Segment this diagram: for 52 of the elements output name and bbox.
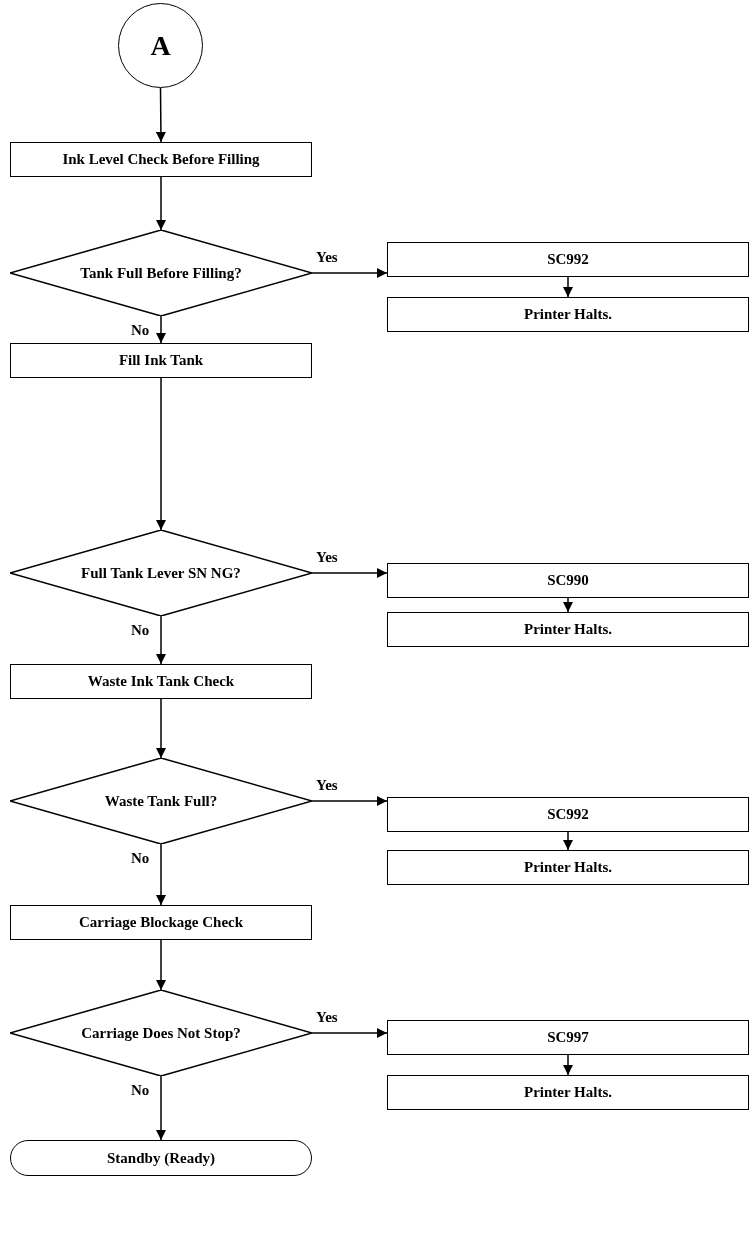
node-text: Ink Level Check Before Filling — [61, 151, 261, 168]
node-text: SC990 — [546, 572, 590, 589]
node-text: Printer Halts. — [522, 621, 613, 638]
node-text: A — [149, 29, 172, 62]
process-box — [387, 242, 749, 277]
node-text: Standby (Ready) — [106, 1149, 216, 1167]
process-box — [387, 612, 749, 647]
decision-diamond — [10, 990, 312, 1076]
node-text: Waste Tank Full? — [103, 792, 219, 810]
arrow — [156, 377, 166, 531]
terminal-box — [10, 1140, 312, 1176]
arrow — [156, 939, 166, 991]
arrow — [563, 1054, 573, 1076]
node-text: Printer Halts. — [522, 306, 613, 323]
arrow — [311, 796, 388, 806]
arrow — [155, 87, 166, 143]
process-box — [387, 1075, 749, 1110]
node-text: Waste Ink Tank Check — [86, 673, 236, 690]
decision-diamond — [10, 758, 312, 844]
node-text: Full Tank Lever SN NG? — [80, 564, 242, 582]
process-box — [10, 343, 312, 378]
process-box — [10, 905, 312, 940]
process-box — [387, 1020, 749, 1055]
node-text: SC992 — [546, 251, 590, 268]
arrow — [156, 843, 166, 906]
arrow — [311, 568, 388, 578]
arrow — [156, 1075, 166, 1141]
decision-diamond — [10, 230, 312, 316]
arrow — [311, 1028, 388, 1038]
node-text: Printer Halts. — [522, 1084, 613, 1101]
process-box — [387, 850, 749, 885]
arrow — [311, 268, 388, 278]
process-box — [10, 664, 312, 699]
arrow — [156, 176, 166, 231]
node-text: Fill Ink Tank — [117, 352, 205, 369]
decision-diamond — [10, 530, 312, 616]
process-box — [387, 797, 749, 832]
node-text: SC997 — [546, 1029, 590, 1046]
process-box — [387, 563, 749, 598]
node-text: Printer Halts. — [522, 859, 613, 876]
node-text: Carriage Does Not Stop? — [80, 1024, 242, 1042]
arrow — [156, 315, 166, 344]
arrow — [563, 597, 573, 613]
arrow — [156, 615, 166, 665]
arrow — [156, 698, 166, 759]
arrow — [563, 276, 573, 298]
node-text: Carriage Blockage Check — [77, 914, 245, 931]
process-box — [10, 142, 312, 177]
node-text: SC992 — [546, 806, 590, 823]
process-box — [387, 297, 749, 332]
node-text: Tank Full Before Filling? — [79, 264, 243, 282]
arrow — [563, 831, 573, 851]
